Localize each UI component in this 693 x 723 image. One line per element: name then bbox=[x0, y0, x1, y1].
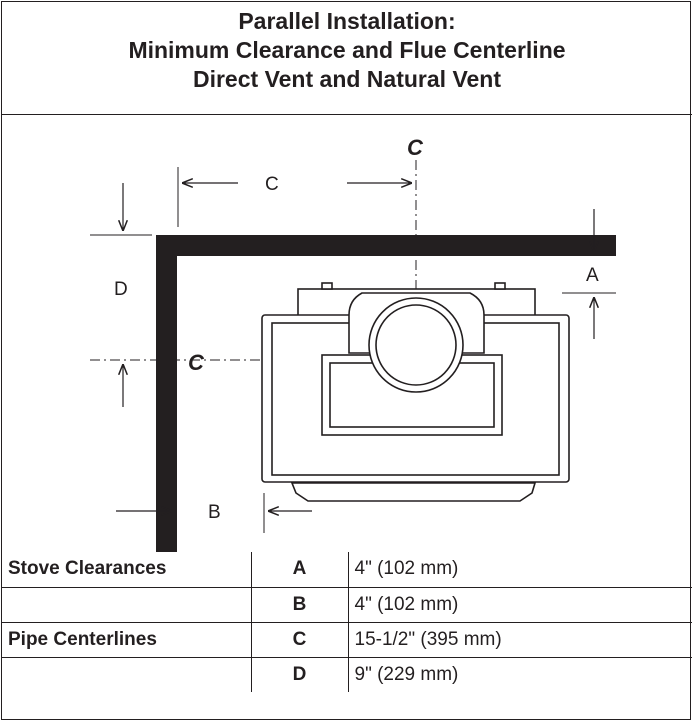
row-category bbox=[2, 656, 252, 692]
row-letter: B bbox=[250, 586, 349, 623]
installation-diagram: C C C bbox=[2, 115, 692, 552]
row-value: 15-1/2" (395 mm) bbox=[347, 621, 692, 658]
table-row: D 9" (229 mm) bbox=[2, 656, 692, 692]
row-letter: D bbox=[250, 656, 349, 692]
label-a: A bbox=[586, 265, 599, 286]
label-d: D bbox=[114, 279, 128, 300]
figure-title: Parallel Installation: Minimum Clearance… bbox=[2, 2, 692, 115]
row-value: 4" (102 mm) bbox=[347, 552, 692, 588]
row-letter: A bbox=[250, 552, 349, 588]
title-line-1: Parallel Installation: bbox=[238, 8, 456, 34]
back-wall bbox=[156, 235, 616, 256]
label-c: C bbox=[265, 174, 279, 195]
clearance-table: Stove Clearances A 4" (102 mm) B 4" (102… bbox=[2, 552, 692, 692]
diagram-svg: C C C bbox=[90, 135, 616, 552]
stove bbox=[261, 282, 570, 502]
title-line-2: Minimum Clearance and Flue Centerline bbox=[128, 37, 566, 63]
stove-base-tray bbox=[290, 482, 537, 502]
side-wall bbox=[156, 235, 177, 552]
centerline-left-symbol: C bbox=[188, 350, 205, 375]
title-line-3: Direct Vent and Natural Vent bbox=[192, 66, 502, 92]
table-row: Stove Clearances A 4" (102 mm) bbox=[2, 552, 692, 588]
label-b: B bbox=[208, 502, 221, 523]
flue-pipe-inner bbox=[375, 304, 457, 386]
row-category: Pipe Centerlines bbox=[2, 621, 252, 658]
centerline-top-symbol: C bbox=[407, 135, 424, 160]
row-category: Stove Clearances bbox=[2, 552, 252, 588]
row-letter: C bbox=[250, 621, 349, 658]
row-value: 9" (229 mm) bbox=[347, 656, 692, 692]
row-value: 4" (102 mm) bbox=[347, 586, 692, 623]
table-row: B 4" (102 mm) bbox=[2, 586, 692, 623]
table-row: Pipe Centerlines C 15-1/2" (395 mm) bbox=[2, 621, 692, 658]
row-category bbox=[2, 586, 252, 623]
